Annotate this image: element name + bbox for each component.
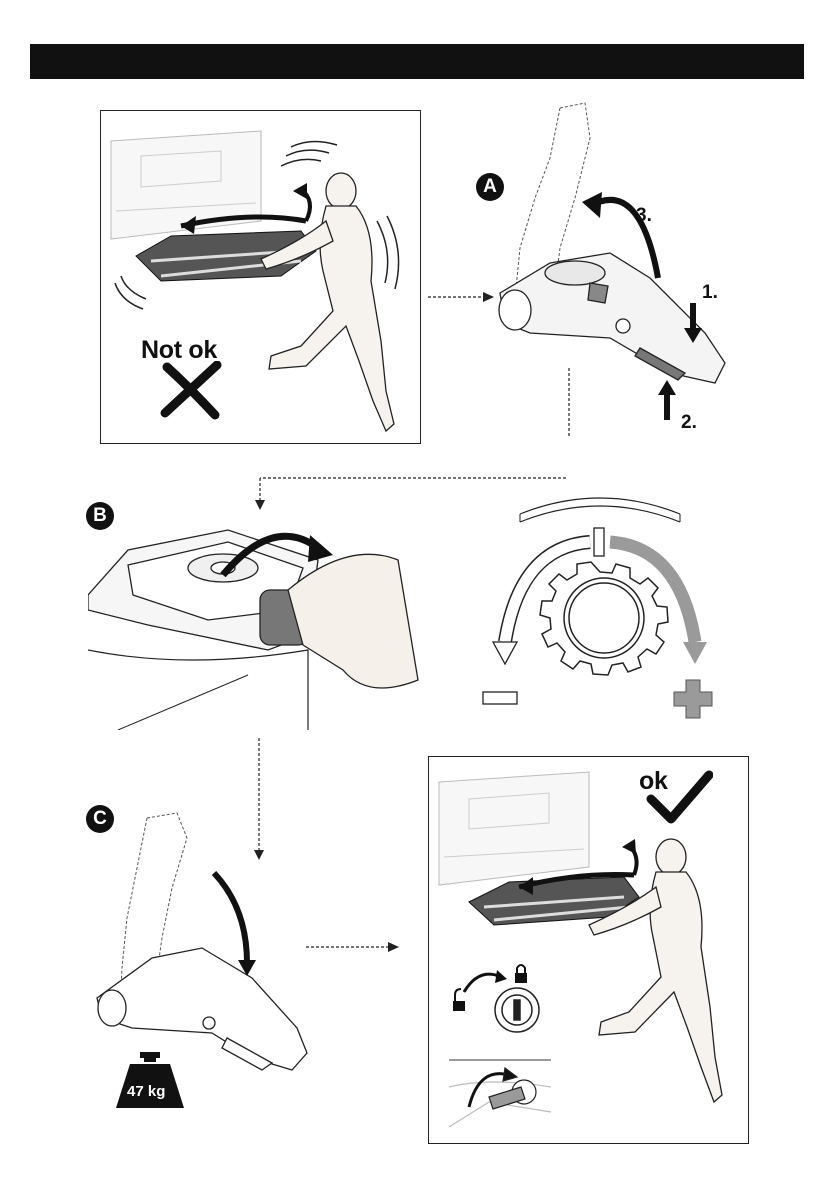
key-inset (449, 1060, 551, 1127)
step-c-illustration (92, 808, 322, 1078)
weight-icon (114, 1048, 186, 1110)
step-a-label-1: 1. (702, 282, 718, 304)
connector-c-to-ok (306, 941, 406, 953)
unlocked-padlock-icon (453, 989, 465, 1011)
key-icon (489, 1087, 525, 1109)
checkmark-icon (645, 769, 713, 825)
gear-icon (540, 562, 668, 675)
cross-icon (159, 361, 223, 421)
header-bar (30, 44, 804, 79)
plus-icon (674, 680, 712, 718)
minus-icon (483, 692, 517, 704)
step-b-illustration (88, 520, 428, 730)
adjustment-dial-diagram (480, 492, 720, 722)
step-a-label-2: 2. (681, 412, 697, 434)
connector-a-to-b (252, 368, 572, 438)
connector-arrow-right (428, 291, 498, 303)
locked-padlock-icon (515, 965, 527, 983)
weight-label: 47 kg (127, 1083, 165, 1100)
panel-ok: ok (428, 756, 749, 1144)
step-a-label-3: 3. (636, 205, 652, 227)
connector-a-to-b-h (252, 476, 572, 486)
lock-dial-icon (495, 988, 539, 1032)
connector-a-to-b-arrow (253, 478, 267, 512)
